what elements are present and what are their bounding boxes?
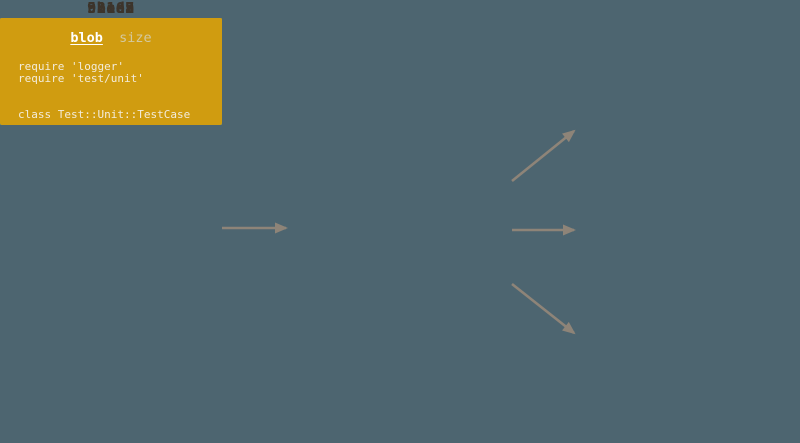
blob-object-cba0a: cba0a blob size require 'logger' require…: [0, 0, 222, 123]
commit-hash-label: 98ca9: [87, 0, 135, 17]
blob-size: size: [102, 30, 152, 46]
blob-box: blob size require 'logger' require 'test…: [0, 18, 222, 123]
blob-content: require 'logger' require 'test/unit' cla…: [18, 60, 191, 121]
blob-hash-label: 911e7: [87, 0, 135, 17]
arrow-tree-to-blob-5b1d3: [511, 129, 576, 183]
blob-hash-label: cba0a: [87, 0, 135, 17]
blob-hash-label: 5b1d3: [87, 0, 135, 17]
arrow-tree-to-blob-cba0a: [511, 282, 576, 335]
blob-type: blob: [70, 30, 103, 46]
blob-header: blob size: [0, 31, 222, 47]
tree-hash-label: 92ec2: [87, 0, 135, 17]
